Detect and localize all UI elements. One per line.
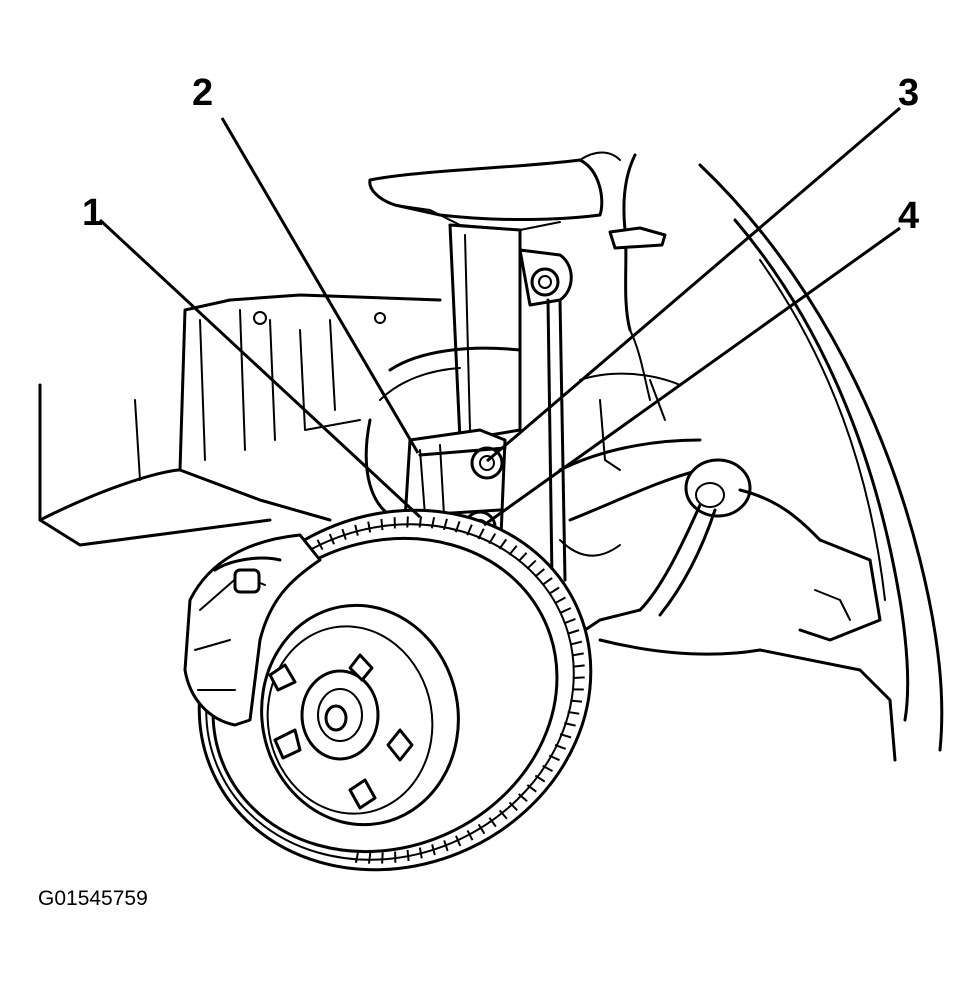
wheel-hub bbox=[300, 669, 380, 761]
rotor-vent-tick bbox=[488, 817, 497, 828]
rotor-vent-tick bbox=[442, 518, 448, 531]
rotor-vent-tick bbox=[569, 640, 583, 646]
rotor-vent-tick bbox=[517, 552, 528, 563]
rotor-vent-tick bbox=[572, 664, 585, 668]
leader-1 bbox=[98, 218, 422, 519]
rotor-vent-tick bbox=[554, 744, 567, 750]
sensor-wire bbox=[608, 153, 667, 401]
rotor-vent-tick bbox=[380, 518, 384, 531]
rotor-vent-tick bbox=[567, 629, 580, 635]
rotor-vent-tick bbox=[567, 710, 580, 715]
callout-4: 4 bbox=[898, 195, 919, 237]
rotor-vent-tick bbox=[498, 809, 508, 820]
callout-leaders bbox=[98, 106, 901, 527]
leader-4 bbox=[483, 226, 901, 527]
body-structure bbox=[38, 293, 442, 547]
rotor-vent-tick bbox=[367, 852, 372, 864]
strut-body bbox=[448, 223, 573, 442]
rotor-vent-tick bbox=[406, 849, 410, 862]
rotor-vent-tick bbox=[406, 516, 409, 528]
rotor-vent-tick bbox=[316, 539, 324, 551]
rotor-vent-tick bbox=[466, 829, 474, 841]
brake-rotor bbox=[197, 508, 593, 872]
wheel-studs bbox=[268, 653, 414, 810]
rotor-vent-tick bbox=[341, 528, 347, 540]
rotor-vent-tick bbox=[354, 524, 359, 536]
rotor-vent-tick bbox=[454, 520, 461, 533]
callout-2: 2 bbox=[192, 72, 213, 114]
rotor-vent-tick bbox=[498, 538, 508, 550]
rotor-vent-tick bbox=[518, 793, 528, 803]
rotor-vent-tick bbox=[443, 840, 449, 852]
rotor-vent-tick bbox=[508, 545, 518, 556]
rotor-vent-tick bbox=[488, 533, 497, 545]
rotor-vent-tick bbox=[559, 607, 572, 614]
rotor-vent-tick bbox=[541, 577, 553, 586]
rotor-vent-tick bbox=[534, 568, 545, 578]
rotor-vent-tick bbox=[381, 852, 384, 864]
callout-labels: 1 2 3 4 bbox=[82, 72, 919, 237]
brake-caliper bbox=[183, 533, 322, 727]
lower-structure bbox=[559, 372, 681, 557]
rotor-vent-tick bbox=[328, 533, 335, 545]
control-arm bbox=[558, 438, 897, 762]
rotor-vent-tick bbox=[455, 835, 462, 847]
rotor-vent-tick bbox=[548, 754, 560, 762]
leader-3 bbox=[486, 106, 901, 463]
rotor-vent-tick bbox=[418, 516, 423, 528]
rotor-vent-tick bbox=[548, 586, 560, 595]
strut-mount bbox=[368, 151, 621, 231]
rotor-vent-tick bbox=[418, 847, 423, 859]
leader-2 bbox=[220, 117, 420, 454]
fender-arch bbox=[698, 163, 944, 752]
callout-3: 3 bbox=[898, 72, 919, 114]
rotor-vent-tick bbox=[430, 516, 436, 529]
figure-id-label: G01545759 bbox=[38, 887, 148, 910]
rotor-vent-tick bbox=[572, 676, 585, 679]
rotor-vent-tick bbox=[534, 774, 546, 783]
rotor-vent-tick bbox=[354, 851, 360, 864]
rotor-vent-tick bbox=[477, 528, 485, 540]
rotor-vent-tick bbox=[564, 722, 576, 727]
rotor-vent-tick bbox=[526, 559, 537, 570]
rotor-vent-tick bbox=[570, 699, 583, 703]
rotor-vent-tick bbox=[508, 801, 518, 812]
rotor-vent-tick bbox=[563, 617, 576, 625]
rotor-vent-tick bbox=[554, 596, 566, 605]
rotor-vent-tick bbox=[367, 521, 372, 533]
rotor-vent-tick bbox=[559, 733, 572, 739]
rotor-vent-tick bbox=[466, 524, 473, 536]
callout-1: 1 bbox=[82, 192, 103, 234]
rotor-vent-tick bbox=[477, 823, 486, 835]
rotor-vent-tick bbox=[571, 652, 584, 657]
rotor-vent-tick bbox=[542, 764, 554, 773]
rotor-vent-tick bbox=[526, 784, 537, 793]
rotor-vent-tick bbox=[431, 844, 436, 856]
